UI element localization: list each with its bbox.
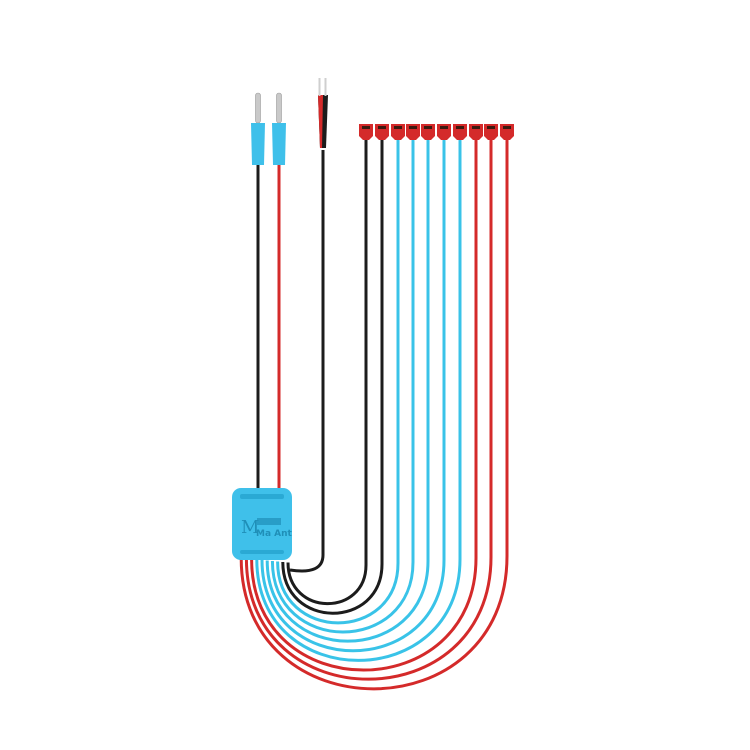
probe-pin [318, 78, 321, 96]
clip-cable [281, 138, 384, 615]
clip-cable [276, 138, 400, 625]
clip-slot [378, 126, 386, 129]
clip-slot [362, 126, 370, 129]
banana-pin [255, 92, 261, 124]
clip-slot [456, 126, 464, 129]
logo-m: M [241, 517, 259, 538]
probe-tip-red [318, 95, 323, 148]
clip-slot [440, 126, 448, 129]
clip-cable [244, 138, 493, 681]
probe-pin [324, 78, 327, 96]
clip-slot [424, 126, 432, 129]
clip-cable [250, 138, 478, 672]
banana-pin [276, 92, 282, 124]
clip-slot [394, 126, 402, 129]
clip-cable [239, 138, 509, 691]
clip-slot [409, 126, 417, 129]
logo-chinese-mark [257, 518, 281, 525]
clip-slot [472, 126, 480, 129]
junction-box: M Ma Ant [232, 488, 293, 560]
probe-cable [289, 150, 325, 573]
clip-slot [503, 126, 511, 129]
clip-slot [487, 126, 495, 129]
clip-connectors [359, 124, 514, 140]
logo-text: Ma Ant [256, 529, 293, 539]
cables [239, 138, 509, 691]
clip-cable [270, 138, 415, 634]
banana-plugs [251, 78, 328, 165]
clip-cable [255, 138, 462, 662]
clip-cable [260, 138, 446, 653]
banana-plug-sleeve [251, 123, 265, 165]
clip-cable [265, 138, 430, 643]
banana-plug-sleeve [272, 123, 286, 165]
clip-cable [286, 138, 368, 606]
